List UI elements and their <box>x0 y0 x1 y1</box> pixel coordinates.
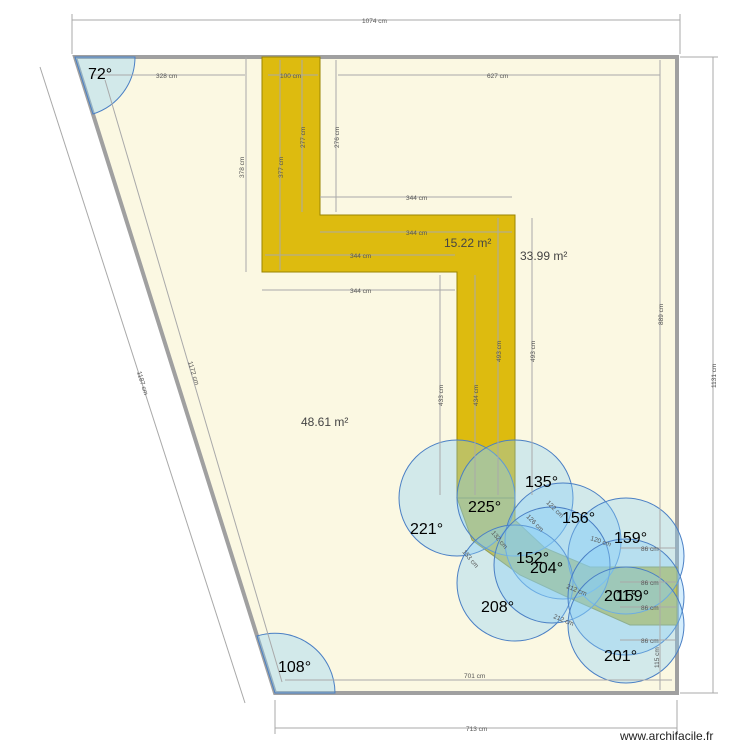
area-label-corridor: 15.22 m² <box>444 236 491 250</box>
dim-top-mid: 100 cm <box>280 73 301 80</box>
dim-v377: 377 cm <box>278 157 285 178</box>
dim-top-total: 1074 cm <box>362 18 387 25</box>
dim-top-right: 627 cm <box>487 73 508 80</box>
angle-label-201-mid: 201° <box>604 588 637 605</box>
dimension-lines <box>39 14 718 734</box>
dim-h86b: 86 cm <box>641 580 659 587</box>
angle-label-159-top: 159° <box>614 530 647 547</box>
angle-circle-204 <box>493 506 611 624</box>
angle-label-225: 225° <box>468 499 501 516</box>
dim-h344a: 344 cm <box>406 195 427 202</box>
angle-label-204: 204° <box>530 560 563 577</box>
angle-arc-72 <box>74 56 136 115</box>
dim-h344d: 344 cm <box>350 288 371 295</box>
dim-v434: 434 cm <box>473 385 480 406</box>
dim-h344c: 344 cm <box>350 253 371 260</box>
dim-bottom-outer: 713 cm <box>466 726 487 733</box>
angle-circle-156 <box>504 482 622 600</box>
dim-h86d: 86 cm <box>641 638 659 645</box>
dim-v277: 277 cm <box>300 127 307 148</box>
angle-circle-208 <box>456 524 574 642</box>
dim-bottom-inner: 701 cm <box>464 673 485 680</box>
angle-circle-201b <box>567 566 685 684</box>
dim-v276: 276 cm <box>334 127 341 148</box>
angle-label-208: 208° <box>481 599 514 616</box>
angle-label-221: 221° <box>410 521 443 538</box>
dim-v115: 115 cm <box>654 647 661 668</box>
angle-label-135: 135° <box>525 474 558 491</box>
dim-left-diag-outer: 1187 cm <box>135 371 149 396</box>
angle-label-72: 72° <box>88 66 112 83</box>
dim-v378: 378 cm <box>239 157 246 178</box>
angle-label-152: 152° <box>516 550 549 567</box>
dim-top-left: 328 cm <box>156 73 177 80</box>
dim-v493a: 493 cm <box>496 341 503 362</box>
angle-label-108: 108° <box>278 659 311 676</box>
angle-circle-201a <box>567 538 685 656</box>
dim-h344b: 344 cm <box>406 230 427 237</box>
angle-circle-159 <box>567 497 685 615</box>
angle-label-159-mid: 159° <box>616 588 649 605</box>
dim-v433: 433 cm <box>438 385 445 406</box>
brand-link[interactable]: www.archifacile.fr <box>619 729 713 743</box>
dim-v493b: 493 cm <box>530 341 537 362</box>
angle-circle-135 <box>456 439 574 557</box>
angle-label-201-bottom: 201° <box>604 648 637 665</box>
angle-label-156: 156° <box>562 510 595 527</box>
angle-arc-108 <box>256 632 336 694</box>
dim-right-total: 1131 cm <box>711 364 718 388</box>
dim-right-inner: 889 cm <box>658 304 665 325</box>
area-label-main: 48.61 m² <box>301 415 348 429</box>
dim-h86a: 86 cm <box>641 546 659 553</box>
dim-h86c: 86 cm <box>641 605 659 612</box>
area-label-right: 33.99 m² <box>520 249 567 263</box>
